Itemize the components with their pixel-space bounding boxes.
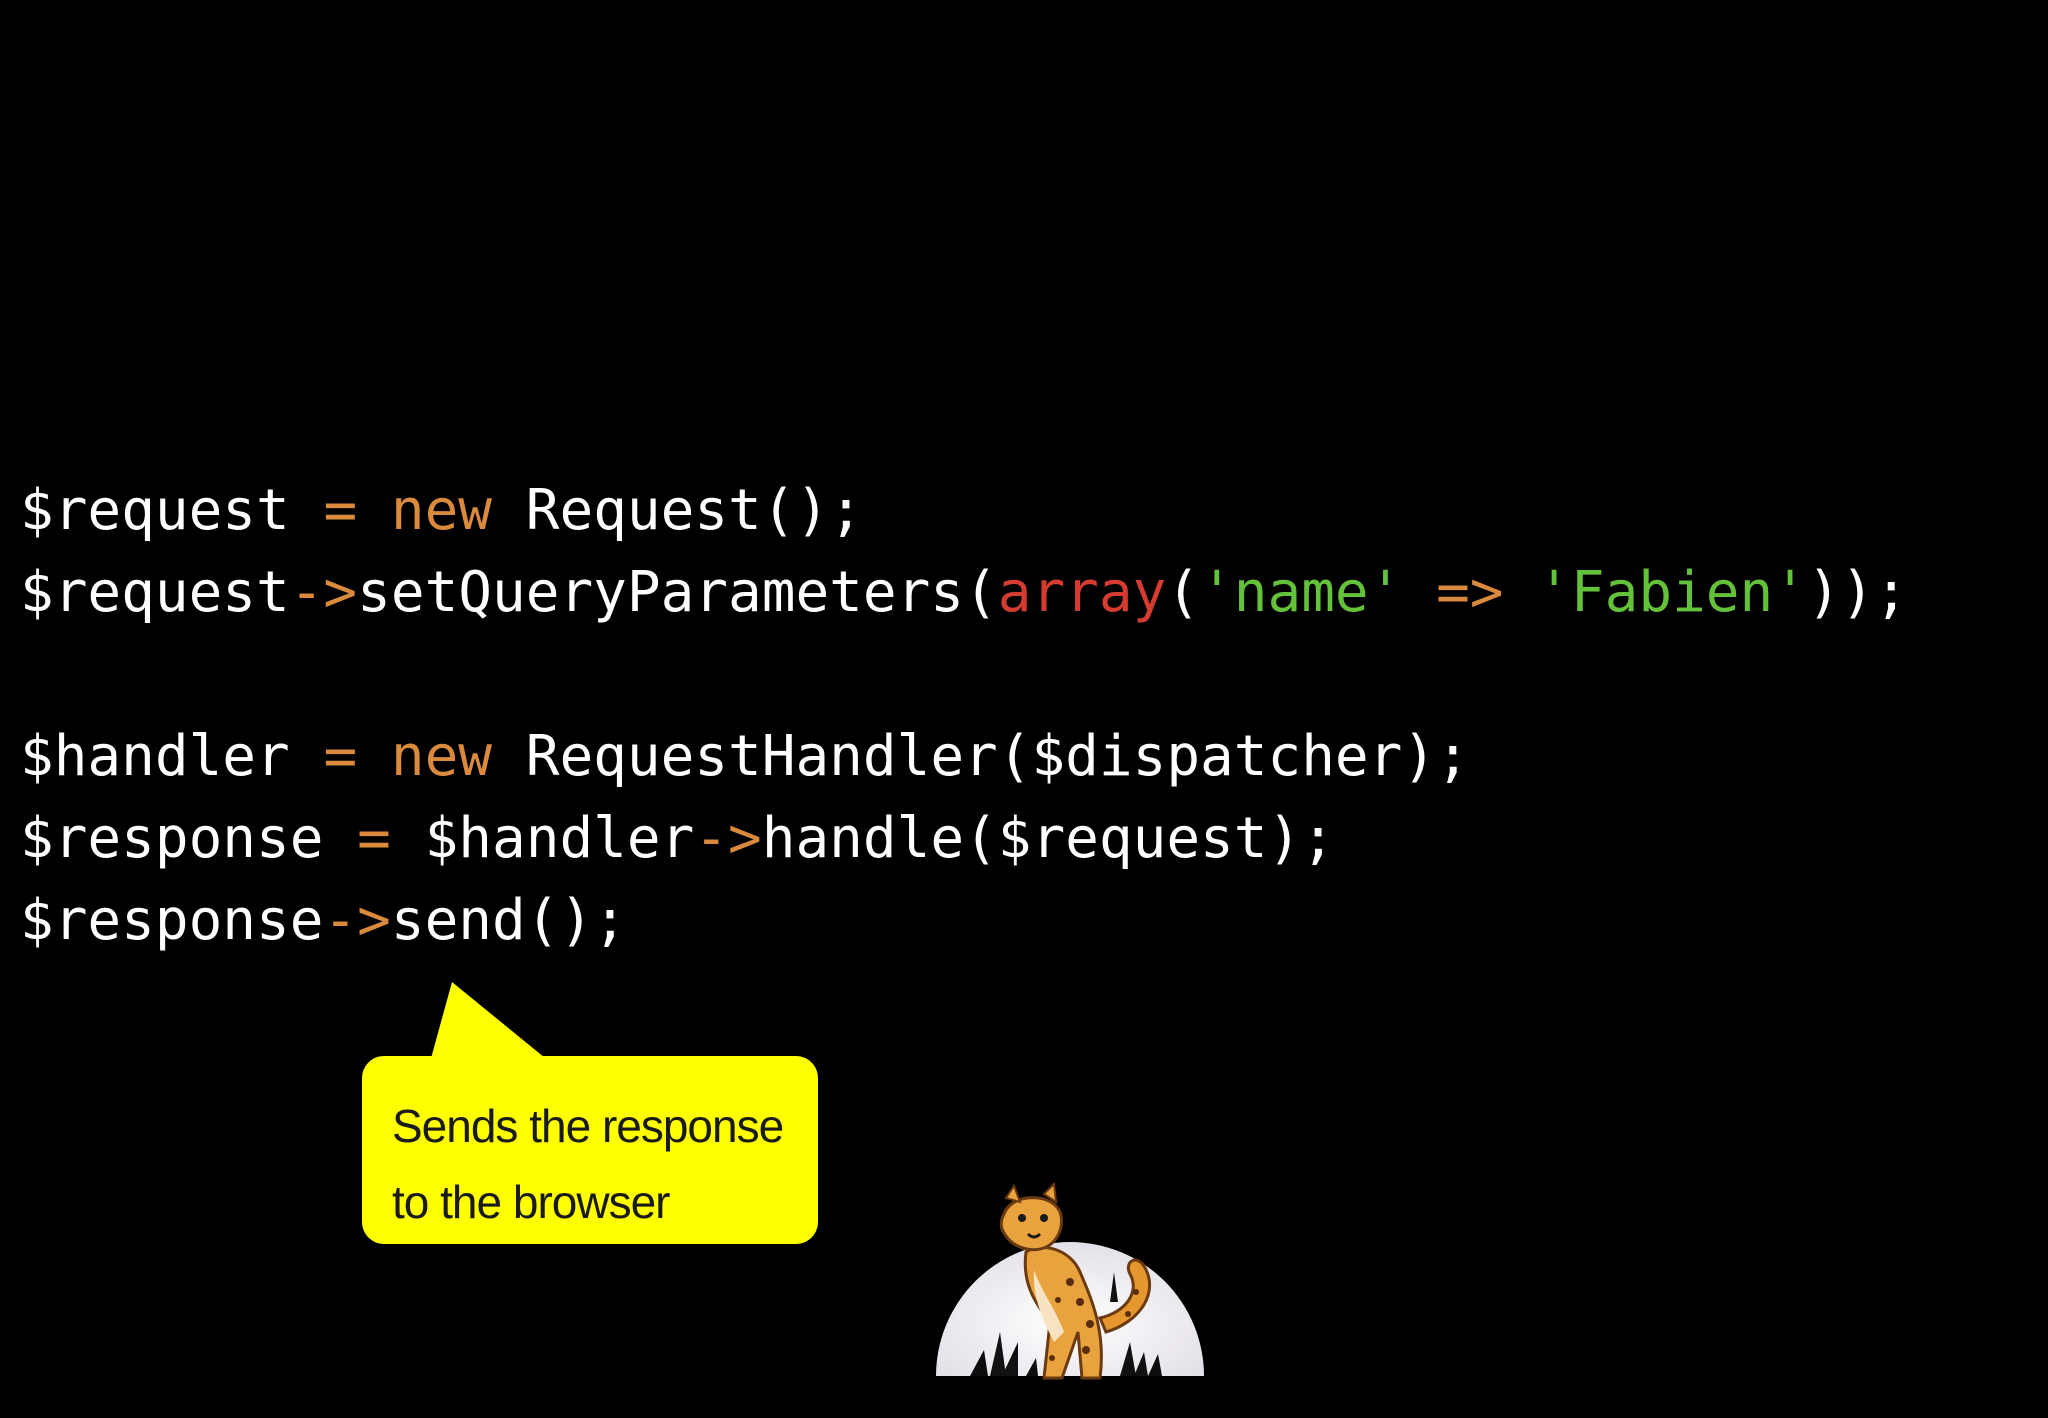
code-token-default: $response: [20, 888, 324, 953]
code-token-default: [1402, 560, 1436, 625]
code-line: [20, 634, 1908, 716]
code-line: $response = $handler->handle($request);: [20, 798, 1908, 880]
callout-pointer: [430, 982, 550, 1062]
code-token-keyword: new: [390, 478, 493, 543]
code-token-default: RequestHandler($dispatcher);: [492, 724, 1470, 789]
code-token-string: 'Fabien': [1537, 560, 1807, 625]
code-token-operator: =: [323, 478, 358, 543]
code-token-default: (: [1166, 560, 1201, 625]
code-token-default: $request: [20, 560, 290, 625]
code-token-default: [357, 724, 391, 789]
code-line: $response->send();: [20, 880, 1908, 962]
code-token-default: setQueryParameters(: [357, 560, 998, 625]
code-token-default: $handler: [390, 806, 695, 871]
code-token-builtin: array: [997, 560, 1167, 625]
code-token-default: Request();: [492, 478, 863, 543]
cheetah-mascot-icon: [936, 1182, 1204, 1380]
code-line: $handler = new RequestHandler($dispatche…: [20, 716, 1908, 798]
code-token-operator: =: [323, 724, 358, 789]
callout-line-1: Sends the response: [392, 1100, 784, 1152]
code-token-default: send();: [390, 888, 627, 953]
code-token-default: [1504, 560, 1538, 625]
code-line: $request = new Request();: [20, 470, 1908, 552]
code-token-operator: ->: [289, 560, 358, 625]
code-token-operator: =: [357, 806, 391, 871]
code-token-default: handle($request);: [761, 806, 1335, 871]
code-token-operator: ->: [323, 888, 391, 953]
code-token-default: $handler: [20, 724, 324, 789]
code-token-default: $request: [20, 478, 324, 543]
code-block: $request = new Request();$request->setQu…: [20, 470, 1908, 962]
code-token-default: ));: [1806, 560, 1909, 625]
code-token-operator: ->: [694, 806, 762, 871]
code-line: $request->setQueryParameters(array('name…: [20, 552, 1908, 634]
code-token-string: 'name': [1200, 560, 1403, 625]
code-token-default: [357, 478, 391, 543]
callout-line-2: to the browser: [392, 1176, 670, 1228]
code-token-default: $response: [20, 806, 358, 871]
callout-note: Sends the response to the browser: [362, 1056, 818, 1244]
code-token-operator: =>: [1436, 560, 1504, 625]
code-token-keyword: new: [390, 724, 493, 789]
